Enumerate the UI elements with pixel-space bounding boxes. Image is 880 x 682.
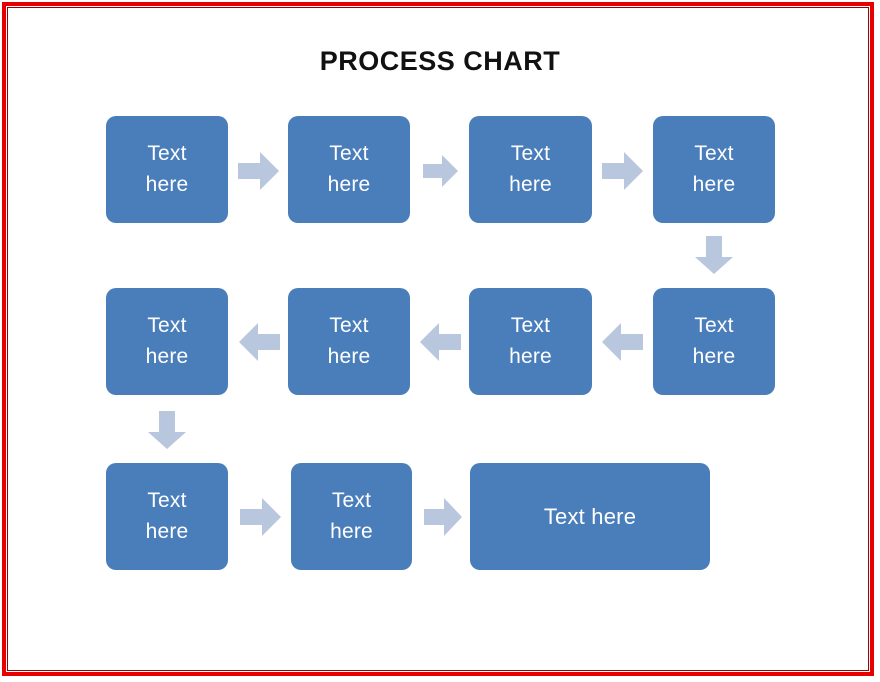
arrow-down-icon bbox=[695, 236, 733, 274]
process-node-r3c1[interactable]: Text here bbox=[106, 463, 228, 570]
arrow-right-icon bbox=[238, 152, 279, 190]
process-node-label: Text here bbox=[145, 314, 189, 368]
arrow-right-icon bbox=[423, 155, 458, 187]
arrow-right-icon bbox=[424, 498, 462, 536]
process-node-label: Text here bbox=[509, 142, 552, 196]
process-node-r1c1[interactable]: Text here bbox=[106, 116, 228, 223]
arrow-left-icon bbox=[602, 323, 643, 361]
process-node-r1c3[interactable]: Text here bbox=[469, 116, 592, 223]
arrow-left-icon bbox=[239, 323, 280, 361]
process-node-r3c2[interactable]: Text here bbox=[291, 463, 412, 570]
arrow-right-icon bbox=[240, 498, 281, 536]
process-node-label: Text here bbox=[330, 489, 373, 543]
process-node-r2c2[interactable]: Text here bbox=[288, 288, 410, 395]
process-node-label: Text here bbox=[327, 142, 371, 196]
process-node-label: Text here bbox=[692, 142, 736, 196]
process-node-label: Text here bbox=[692, 314, 736, 368]
process-node-r2c1[interactable]: Text here bbox=[106, 288, 228, 395]
process-node-r1c2[interactable]: Text here bbox=[288, 116, 410, 223]
process-node-r3c3[interactable]: Text here bbox=[470, 463, 710, 570]
arrow-down-icon bbox=[148, 411, 186, 449]
arrow-right-icon bbox=[602, 152, 643, 190]
process-node-r2c4[interactable]: Text here bbox=[653, 288, 775, 395]
page-title: PROCESS CHART bbox=[319, 46, 561, 76]
process-node-r2c3[interactable]: Text here bbox=[469, 288, 592, 395]
process-node-label: Text here bbox=[543, 503, 637, 529]
process-node-label: Text here bbox=[145, 489, 189, 543]
process-node-label: Text here bbox=[145, 142, 189, 196]
process-node-label: Text here bbox=[509, 314, 552, 368]
process-node-r1c4[interactable]: Text here bbox=[653, 116, 775, 223]
process-node-label: Text here bbox=[327, 314, 371, 368]
arrow-left-icon bbox=[420, 323, 461, 361]
